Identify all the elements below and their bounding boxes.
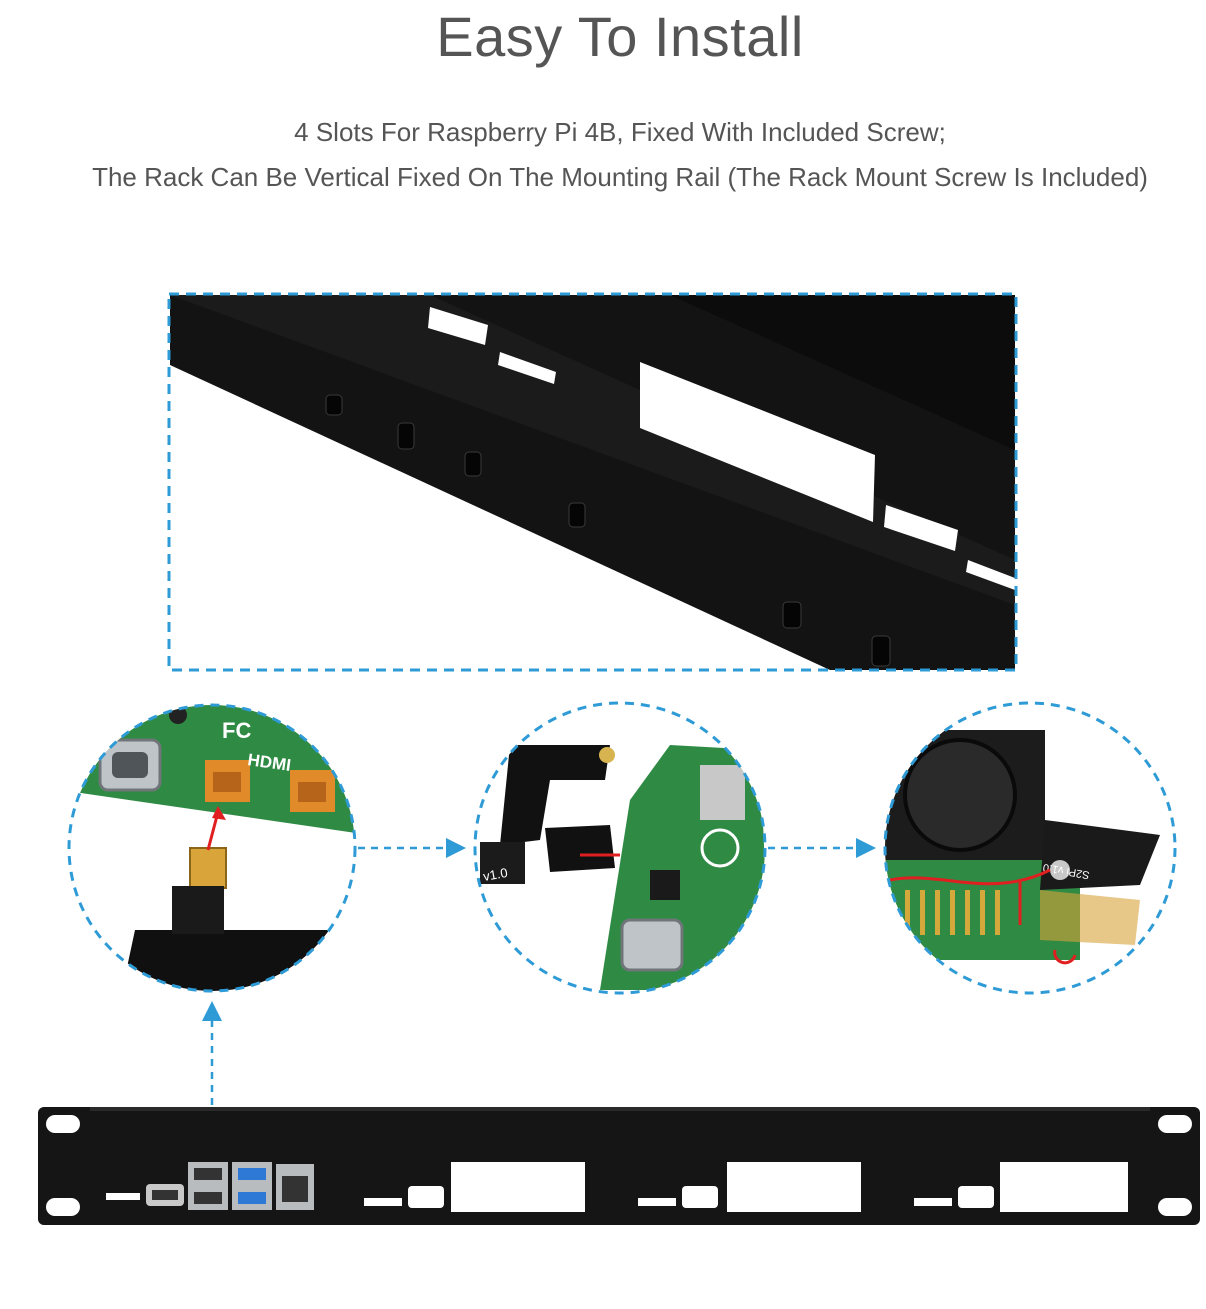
rack-front-panel — [38, 1107, 1200, 1225]
subtitle-line-1: 4 Slots For Raspberry Pi 4B, Fixed With … — [294, 117, 946, 147]
cable-version-label: v1.0 — [482, 865, 509, 884]
subtitle-line-2: The Rack Can Be Vertical Fixed On The Mo… — [92, 162, 1148, 192]
hdmi-connection-photo: FC HDMI — [67, 703, 357, 993]
page-title: Easy To Install — [436, 5, 804, 68]
rack-closeup-photo — [167, 292, 1018, 672]
fcc-logo: FC — [222, 718, 251, 743]
fan-adapter-photo: S2Pi v1.0 — [883, 701, 1177, 995]
pi-zero-cable-photo: v1.0 — [473, 701, 767, 995]
